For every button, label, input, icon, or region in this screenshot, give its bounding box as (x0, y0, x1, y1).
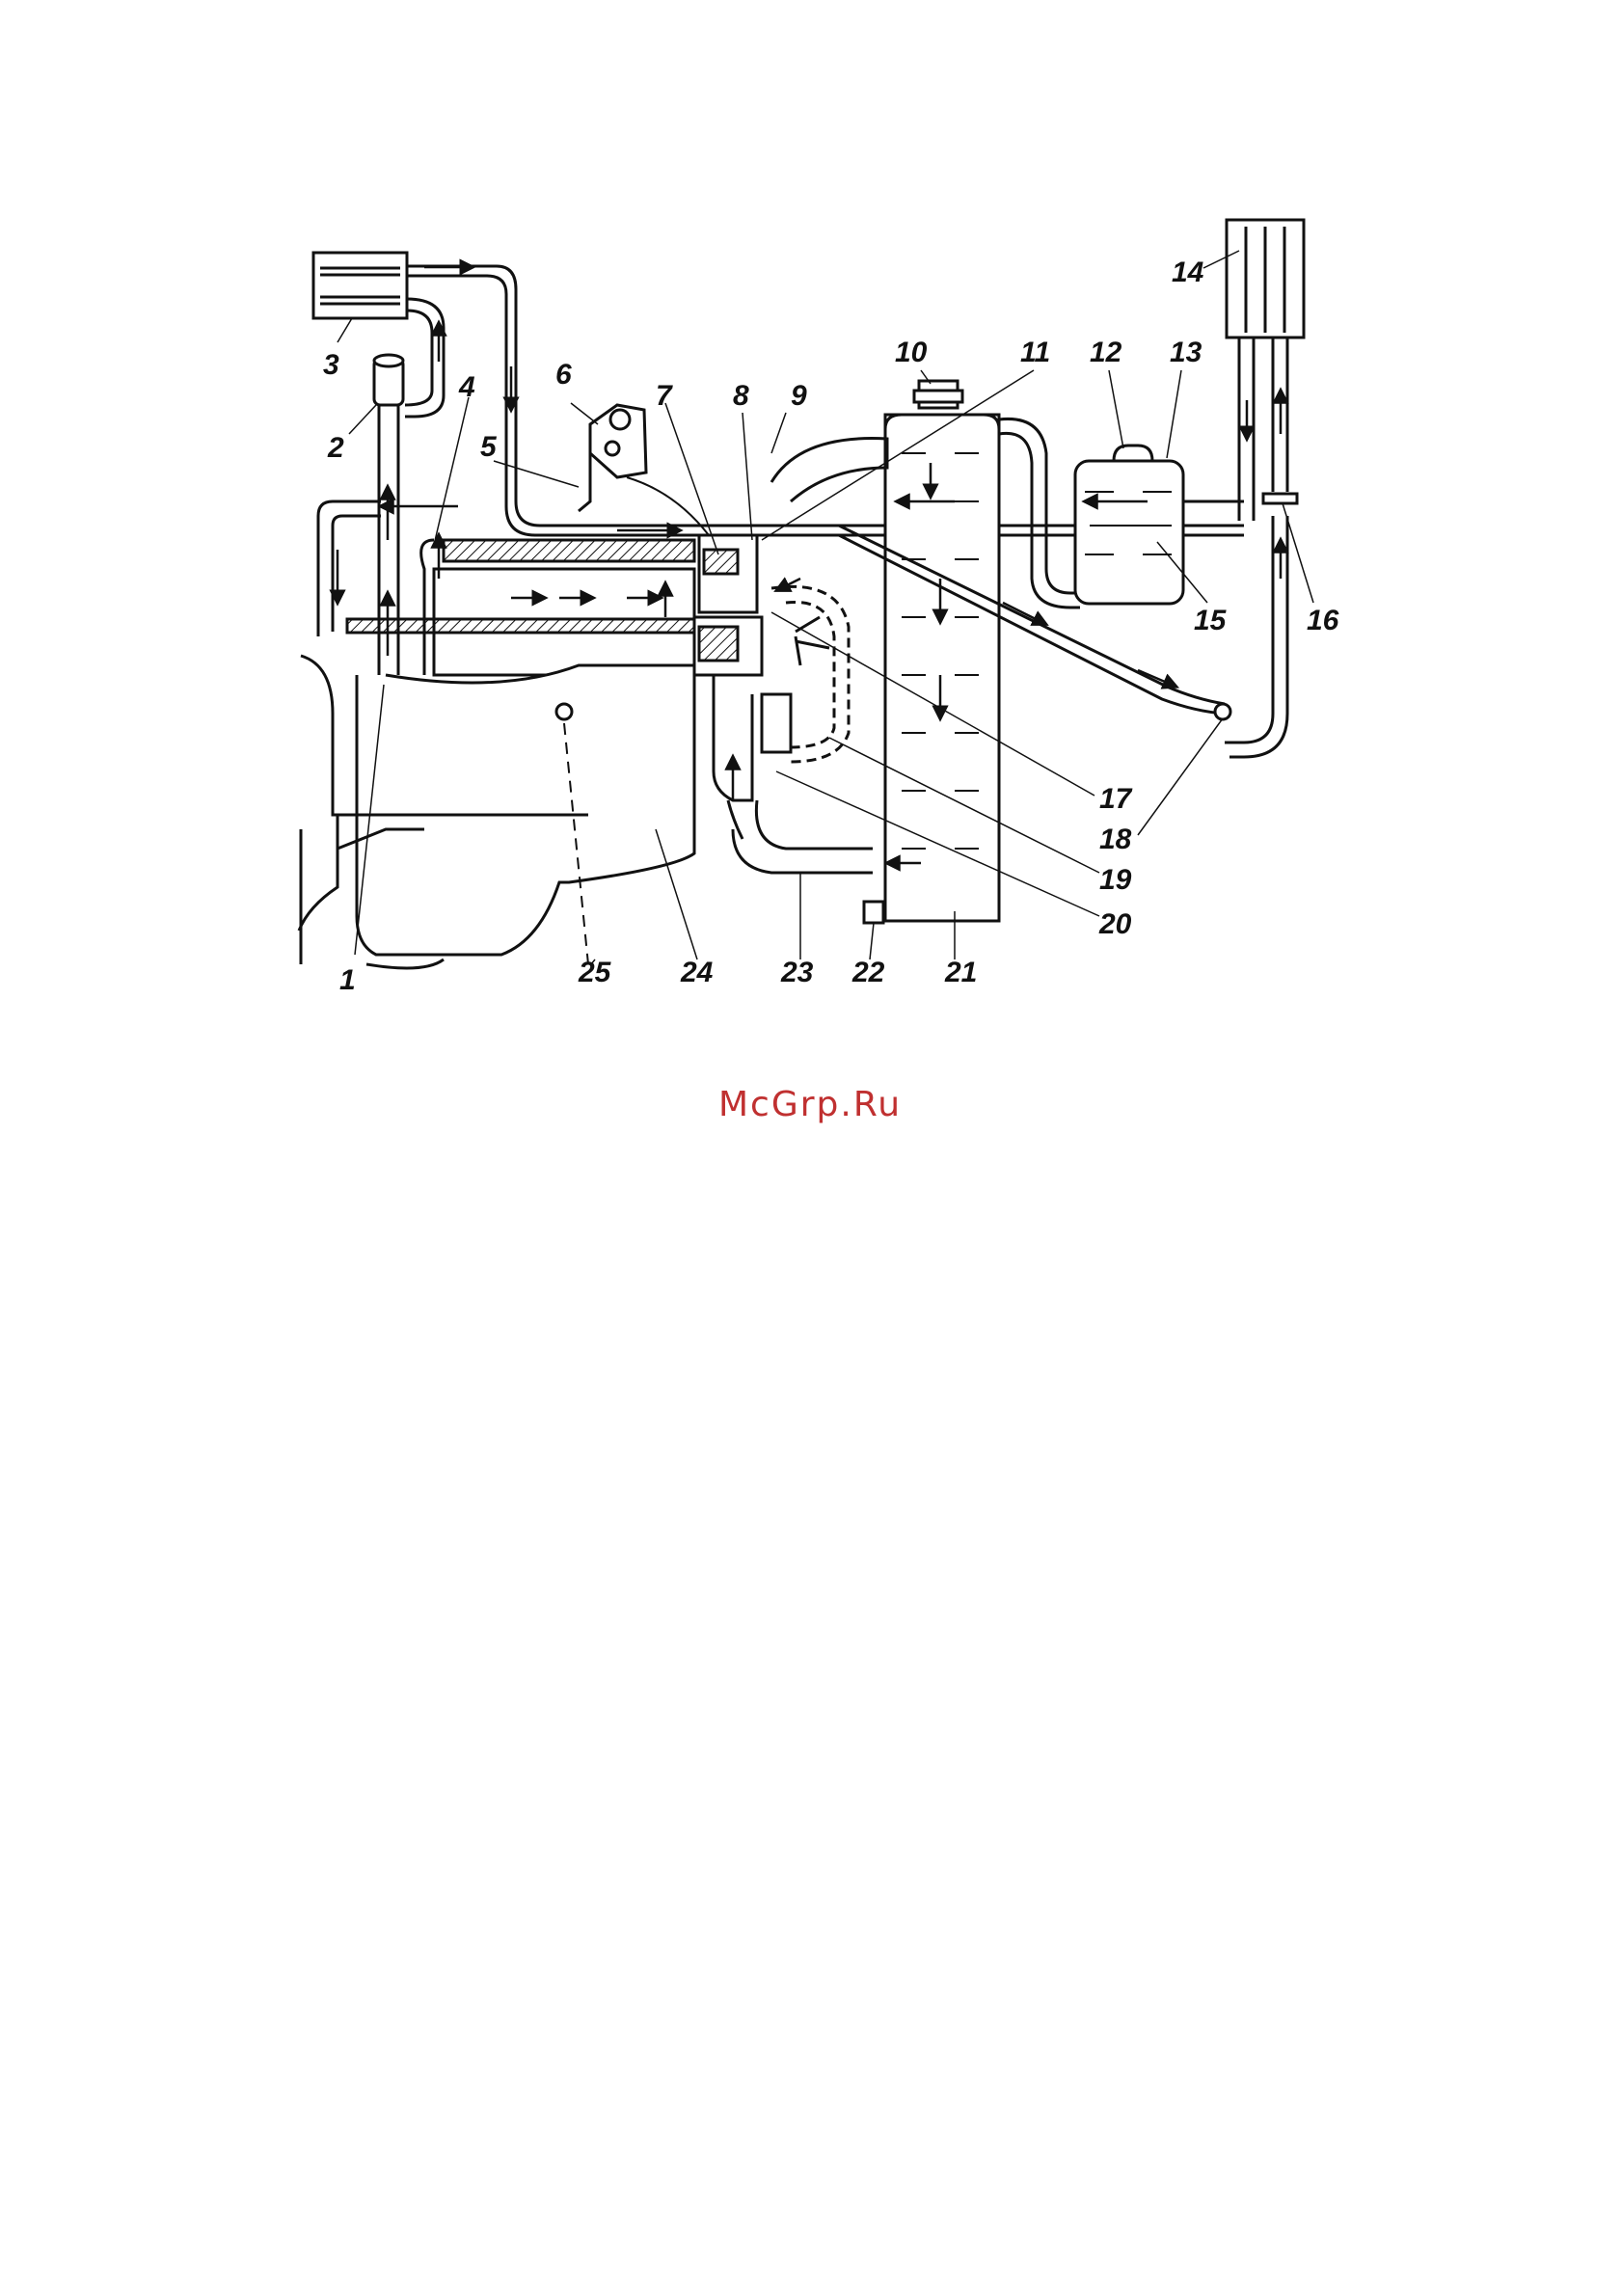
callout-2: 2 (327, 432, 344, 464)
callout-19: 19 (1099, 864, 1132, 896)
callout-8: 8 (733, 380, 749, 412)
callout-24: 24 (680, 957, 714, 988)
callout-10: 10 (895, 337, 928, 368)
callout-14: 14 (1172, 257, 1204, 288)
callout-23: 23 (780, 957, 814, 988)
callout-22: 22 (851, 957, 885, 988)
callout-21: 21 (944, 957, 977, 988)
heater-radiator (313, 253, 407, 318)
interior-heater (1227, 220, 1304, 338)
callout-6: 6 (555, 359, 572, 391)
temperature-sensor (579, 405, 646, 511)
callout-7: 7 (656, 380, 673, 412)
callout-9: 9 (791, 380, 807, 412)
callout-1: 1 (339, 964, 356, 996)
callout-4: 4 (458, 371, 475, 403)
callout-17: 17 (1099, 783, 1133, 815)
callout-13: 13 (1170, 337, 1202, 368)
callout-16: 16 (1307, 605, 1339, 636)
engine-block (357, 665, 694, 955)
callout-18: 18 (1099, 824, 1132, 855)
lower-hose (733, 829, 873, 873)
callout-11: 11 (1020, 337, 1050, 368)
callout-15: 15 (1194, 605, 1228, 636)
expansion-tank (1075, 461, 1183, 604)
callout-25: 25 (578, 957, 612, 988)
callout-5: 5 (480, 431, 498, 463)
watermark: McGrp.Ru (718, 1085, 902, 1124)
callout-20: 20 (1098, 908, 1132, 940)
callout-3: 3 (323, 349, 339, 381)
heater-valve (374, 355, 403, 405)
callout-12: 12 (1090, 337, 1122, 368)
